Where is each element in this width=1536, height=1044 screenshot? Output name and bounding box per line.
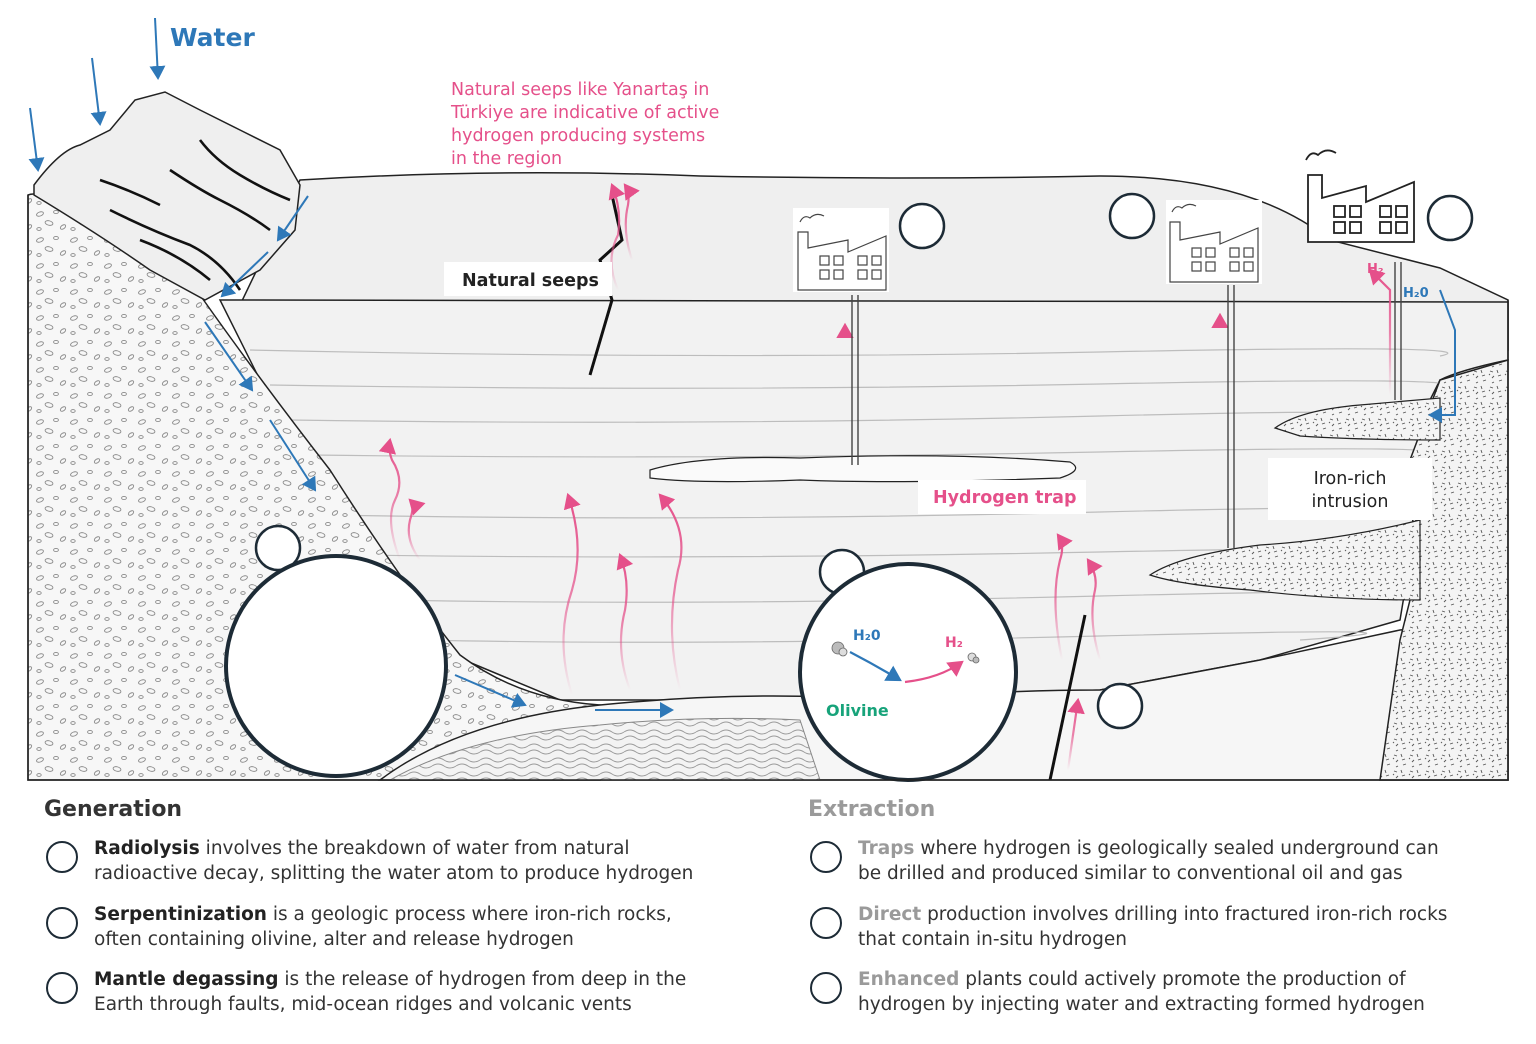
radiolysis-inset bbox=[224, 554, 448, 778]
legend-line2: Earth through faults, mid-ocean ridges a… bbox=[94, 994, 632, 1015]
mountain-cracks bbox=[99, 139, 291, 291]
legend-marker-circle bbox=[46, 972, 78, 1004]
seep-note: Natural seeps like Yanartaş in Türkiye a… bbox=[450, 80, 719, 169]
hydrogen-cross-section-diagram: Water Natural seeps like Yanartaş in Tür… bbox=[27, 17, 1509, 782]
legend-marker-circle bbox=[46, 907, 78, 939]
legend-line1: production involves drilling into fractu… bbox=[921, 904, 1448, 925]
natural-seeps-box bbox=[444, 262, 612, 296]
deep-fault bbox=[1048, 614, 1087, 781]
cross-section-frame bbox=[27, 195, 1509, 781]
plant-h2-label: H₂ bbox=[1367, 262, 1384, 277]
legend-line1: is the release of hydrogen from deep in … bbox=[278, 969, 687, 990]
legend-radiolysis: Radiolysis involves the breakdown of wat… bbox=[46, 836, 734, 886]
legend-mantle-degassing: Mantle degassing is the release of hydro… bbox=[46, 967, 734, 1017]
legend-marker-circle bbox=[810, 841, 842, 873]
hydrogen-trap-box bbox=[918, 480, 1086, 514]
legend-marker-circle bbox=[46, 841, 78, 873]
legend-line2: hydrogen by injecting water and extracti… bbox=[858, 994, 1425, 1015]
legend-line2: be drilled and produced similar to conve… bbox=[858, 863, 1403, 884]
legend-term: Direct bbox=[858, 904, 922, 925]
marker-direct bbox=[1108, 192, 1156, 240]
wells bbox=[851, 262, 1402, 548]
seep-note-line-2: Türkiye are indicative of active bbox=[450, 103, 719, 123]
seep-note-line-4: in the region bbox=[451, 149, 562, 169]
marker-traps bbox=[898, 202, 946, 250]
hydrogen-trap-label: Hydrogen trap bbox=[933, 488, 1077, 508]
legend-line1: is a geologic process where iron-rich ro… bbox=[266, 904, 672, 925]
factory-enhanced bbox=[1305, 149, 1415, 243]
extraction-title: Extraction bbox=[808, 797, 936, 822]
inset-water-arrow bbox=[849, 651, 902, 682]
legend-term: Radiolysis bbox=[94, 838, 200, 859]
legend-line2: often containing olivine, alter and rele… bbox=[94, 929, 574, 950]
factory-direct bbox=[1166, 200, 1262, 284]
legend-marker-circle bbox=[810, 907, 842, 939]
legend-line2: radioactive decay, splitting the water a… bbox=[94, 863, 694, 884]
legend-traps: Traps where hydrogen is geologically sea… bbox=[810, 836, 1536, 886]
natural-seeps-label: Natural seeps bbox=[462, 271, 599, 291]
legend-direct: Direct production involves drilling into… bbox=[810, 902, 1536, 952]
legend-text: Mantle degassing is the release of hydro… bbox=[94, 967, 734, 1017]
marker-enhanced bbox=[1426, 194, 1474, 242]
inset-h2o-label: H₂0 bbox=[853, 628, 881, 644]
generation-title: Generation bbox=[44, 797, 183, 822]
water-molecule-icon bbox=[831, 641, 848, 657]
plant-h2o-label: H₂0 bbox=[1403, 286, 1429, 301]
legend-term: Traps bbox=[858, 838, 915, 859]
serpentinization-inset bbox=[798, 562, 1018, 782]
legend-text: Serpentinization is a geologic process w… bbox=[94, 902, 734, 952]
intrusion-upper-sill bbox=[1273, 397, 1441, 441]
legend-text: Radiolysis involves the breakdown of wat… bbox=[94, 836, 734, 886]
legend-enhanced: Enhanced plants could actively promote t… bbox=[810, 967, 1536, 1017]
seep-note-line-1: Natural seeps like Yanartaş in bbox=[451, 80, 709, 100]
legend-text: Direct production involves drilling into… bbox=[858, 902, 1536, 952]
inset-hydrogen-arrow bbox=[904, 660, 964, 684]
water-flow-arrows bbox=[28, 17, 1456, 718]
mountain bbox=[33, 91, 301, 301]
legend-line1: involves the breakdown of water from nat… bbox=[199, 838, 630, 859]
legend-term: Enhanced bbox=[858, 969, 960, 990]
marker-radiolysis bbox=[254, 524, 302, 572]
legend-text: Traps where hydrogen is geologically sea… bbox=[858, 836, 1536, 886]
inset-h2-label: H₂ bbox=[945, 635, 963, 651]
legend-line1: plants could actively promote the produc… bbox=[959, 969, 1406, 990]
contour-rock bbox=[388, 717, 821, 781]
legend-term: Serpentinization bbox=[94, 904, 267, 925]
marker-mantle-degassing bbox=[1096, 682, 1144, 730]
hydrogen-plumes bbox=[378, 182, 1392, 771]
iron-rich-label-line-1: Iron-rich bbox=[1314, 469, 1387, 489]
seep-note-line-3: hydrogen producing systems bbox=[451, 126, 705, 146]
iron-rich-label-line-2: intrusion bbox=[1312, 492, 1389, 512]
factory-trap bbox=[793, 208, 889, 292]
hydrogen-molecule-icon bbox=[967, 652, 980, 664]
marker-circles bbox=[254, 192, 1474, 730]
intrusion-sill bbox=[1148, 519, 1421, 601]
legend-line2: that contain in-situ hydrogen bbox=[858, 929, 1127, 950]
water-label: Water bbox=[170, 23, 255, 52]
legend-term: Mantle degassing bbox=[94, 969, 279, 990]
iron-rich-box bbox=[1268, 458, 1432, 520]
legend-marker-circle bbox=[810, 972, 842, 1004]
legend-line1: where hydrogen is geologically sealed un… bbox=[914, 838, 1439, 859]
legend-serpentinization: Serpentinization is a geologic process w… bbox=[46, 902, 734, 952]
olivine-label: Olivine bbox=[826, 701, 889, 720]
legend-text: Enhanced plants could actively promote t… bbox=[858, 967, 1536, 1017]
hydrogen-trap-lens bbox=[649, 455, 1077, 483]
